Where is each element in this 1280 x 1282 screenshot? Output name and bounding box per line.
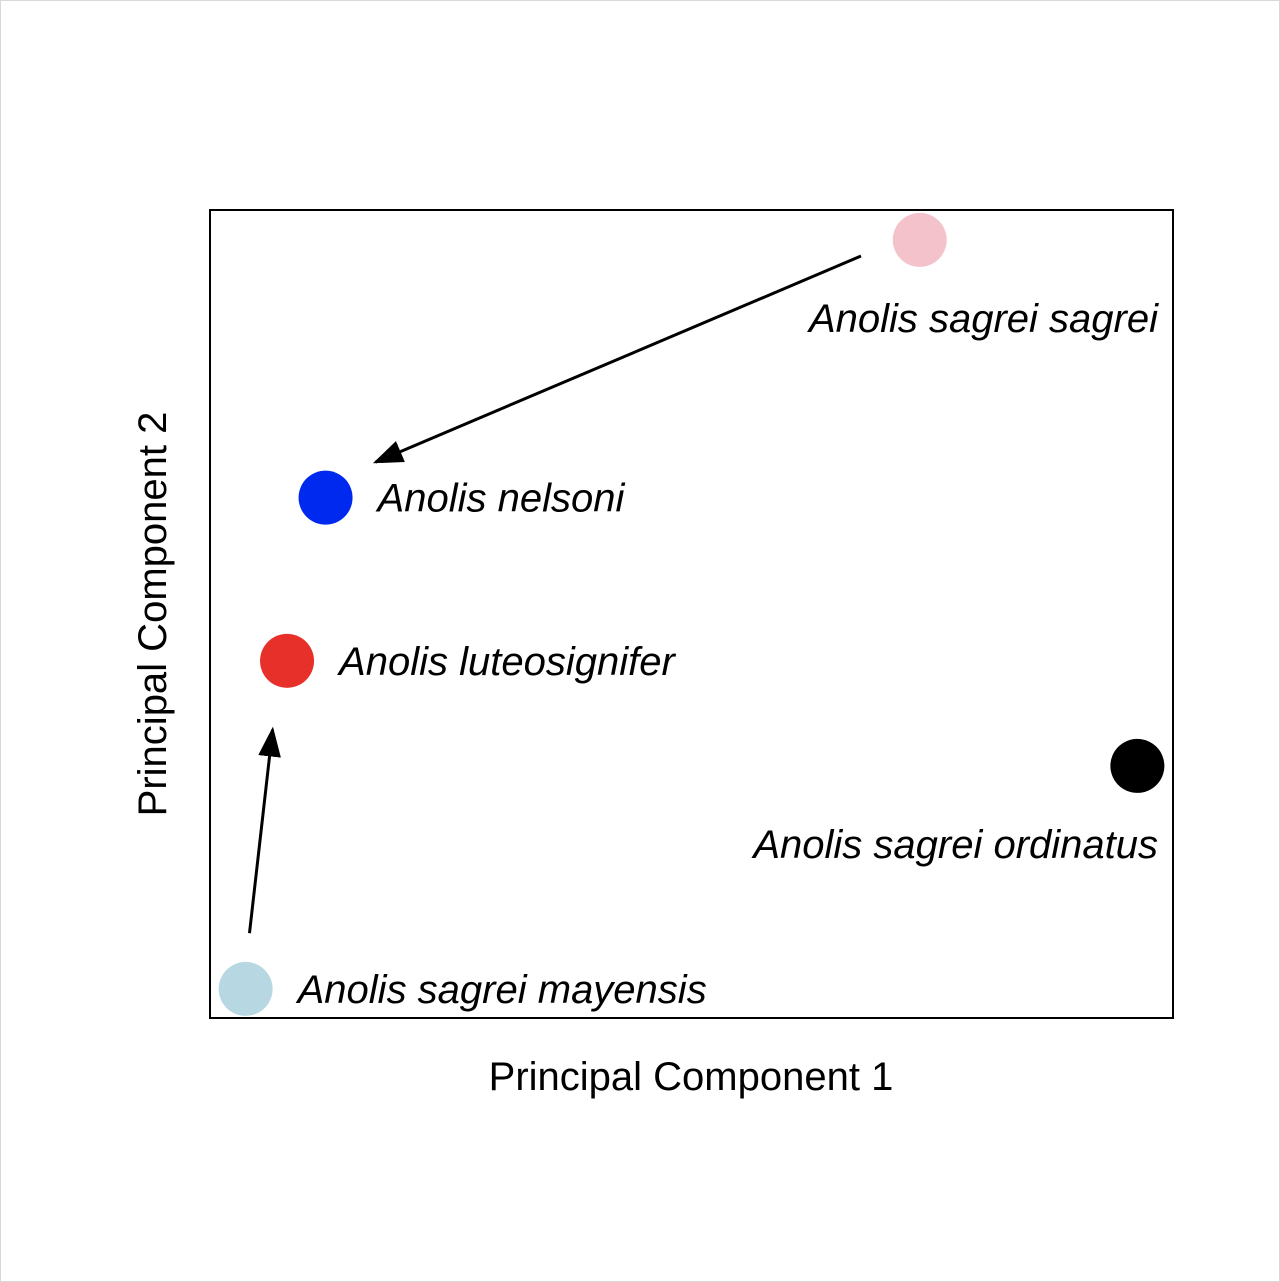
point-anolis-sagrei-ordinatus xyxy=(1110,738,1165,793)
point-label-anolis-sagrei-ordinatus: Anolis sagrei ordinatus xyxy=(751,823,1158,867)
point-anolis-sagrei-mayensis xyxy=(218,961,273,1016)
point-anolis-nelsoni xyxy=(298,470,353,525)
point-label-anolis-sagrei-mayensis: Anolis sagrei mayensis xyxy=(296,968,707,1012)
point-label-anolis-sagrei-sagrei: Anolis sagrei sagrei xyxy=(807,297,1159,341)
point-label-anolis-nelsoni: Anolis nelsoni xyxy=(376,477,626,521)
point-anolis-luteosignifer xyxy=(260,633,315,688)
x-axis-title: Principal Component 1 xyxy=(489,1055,894,1099)
plot-area xyxy=(209,209,1174,1019)
point-anolis-sagrei-sagrei xyxy=(892,212,947,267)
arrows-layer xyxy=(247,254,862,934)
arrow-2 xyxy=(247,726,281,934)
y-axis-title: Principal Component 2 xyxy=(131,412,175,817)
point-label-anolis-luteosignifer: Anolis luteosignifer xyxy=(337,640,676,684)
arrow-1 xyxy=(372,254,862,464)
